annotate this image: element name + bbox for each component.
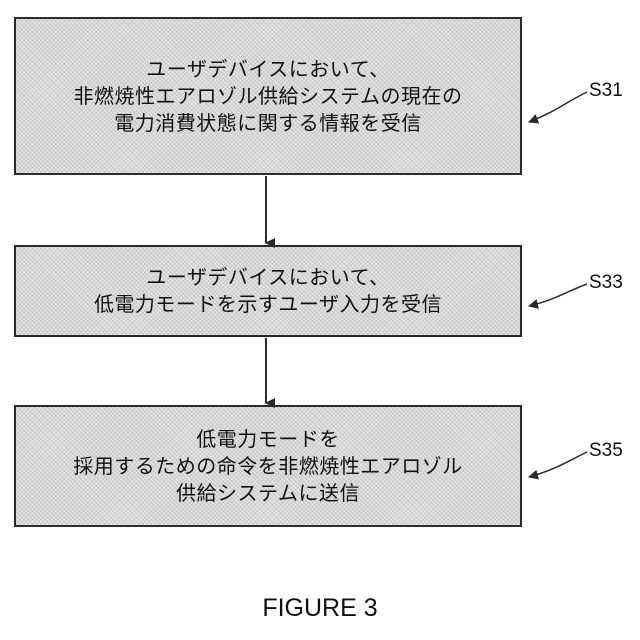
step-id-s33: S33 bbox=[589, 272, 623, 294]
step-id-s35: S35 bbox=[589, 440, 623, 462]
leader-line-s31 bbox=[529, 92, 587, 122]
step-id-s31: S31 bbox=[589, 80, 623, 102]
leader-line-s35 bbox=[529, 452, 587, 477]
figure-label: FIGURE 3 bbox=[0, 594, 640, 623]
leader-line-s33 bbox=[529, 284, 587, 306]
